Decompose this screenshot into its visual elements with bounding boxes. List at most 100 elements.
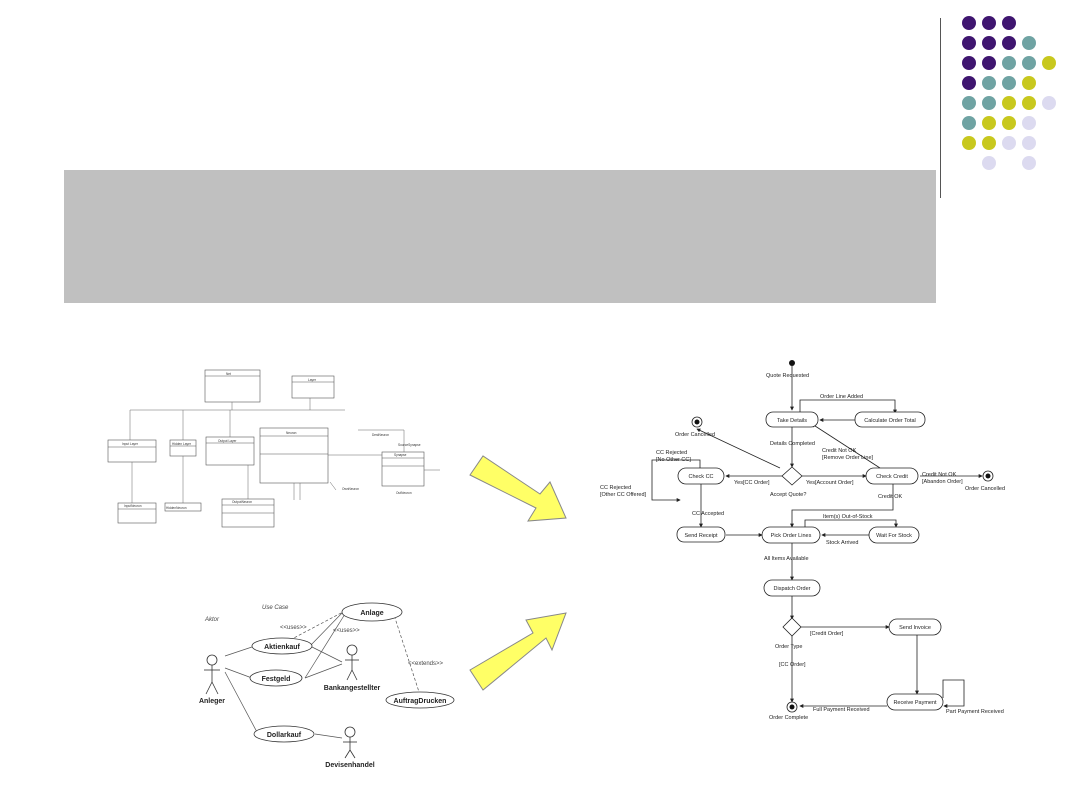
use-case-label: Festgeld: [262, 676, 291, 683]
uc-actor-caption: Aktor: [204, 617, 220, 623]
action-calculate-order-total: [854, 411, 926, 428]
dot: [962, 96, 976, 110]
uc-connector: [304, 613, 346, 679]
act-label: Full Payment Received: [813, 707, 870, 713]
dot: [982, 96, 996, 110]
act-label: CC Rejected: [656, 450, 687, 456]
arrow-to-activity-upper: [469, 455, 567, 522]
action-send-receipt: [676, 526, 726, 543]
class-box-output-layer: [205, 436, 255, 466]
act-label: Order Cancelled: [965, 486, 1005, 492]
dot: [1022, 136, 1036, 150]
initial-node: [789, 360, 795, 366]
act-label: Send Invoice: [899, 625, 931, 631]
class-diagram: Net Layer Input Layer Hidden Layer Outpu…: [107, 369, 440, 528]
dot: [1022, 76, 1036, 90]
dot: [962, 116, 976, 130]
act-label: Check CC: [688, 474, 713, 480]
flow-edge: [811, 423, 881, 469]
final-node-order-cancelled-right: [982, 470, 994, 482]
dot: [1022, 36, 1036, 50]
divider-line: [940, 18, 941, 198]
dot: [962, 136, 976, 150]
dot: [982, 136, 996, 150]
act-label: [Other CC Offered]: [600, 492, 647, 498]
act-label: Wait For Stock: [876, 533, 912, 539]
act-label: [Remove Order Line]: [822, 455, 874, 461]
actor-label: Bankangestellter: [324, 685, 381, 692]
class-box-net: [204, 369, 261, 403]
dot: [1022, 96, 1036, 110]
uc-connector: [394, 617, 421, 696]
dot: [982, 16, 996, 30]
class-connector: [129, 398, 345, 440]
class-connector: [131, 429, 405, 503]
action-check-credit: [865, 467, 919, 485]
action-send-invoice: [888, 618, 942, 636]
actor-label: Devisenhandel: [325, 762, 374, 769]
dot: [962, 76, 976, 90]
act-label: Yes[Account Order]: [806, 480, 854, 486]
uc-uses-label: <<uses>>: [333, 628, 360, 634]
action-wait-for-stock: [868, 526, 920, 544]
flow-edge: [804, 519, 898, 528]
decision-order-type: [782, 617, 802, 637]
final-node-order-complete: [786, 701, 798, 713]
actor-bankangestellter-figure: [345, 644, 359, 681]
act-label: [CC Order]: [779, 662, 806, 668]
action-dispatch-order: [763, 579, 821, 597]
dot: [1002, 96, 1016, 110]
act-label: Part Payment Received: [946, 709, 1004, 715]
uc-connector: [224, 645, 256, 657]
dot: [1002, 16, 1016, 30]
act-label: Order Line Added: [820, 394, 863, 400]
act-label: Dispatch Order: [774, 586, 811, 592]
uc-use-case-caption: Use Case: [262, 605, 289, 611]
dot: [982, 116, 996, 130]
class-box-layer: [291, 375, 335, 399]
uc-extends-label: <<extends>>: [408, 661, 444, 667]
actor-devisenhandel-figure: [343, 726, 357, 759]
dot: [1002, 136, 1016, 150]
class-connector: [293, 469, 440, 500]
act-label: Order Complete: [769, 715, 808, 721]
act-label: CC Rejected: [600, 485, 631, 491]
use-case-auftragdrucken: [385, 691, 455, 709]
class-label: InputNeuron: [124, 504, 142, 508]
action-pick-order-lines: [761, 526, 821, 544]
act-label: [Credit Order]: [810, 631, 844, 637]
dot: [1042, 56, 1056, 70]
act-label: CC Accepted: [692, 511, 724, 517]
decorative-dot-grid: [960, 16, 1060, 176]
act-label: Take Details: [777, 418, 807, 424]
class-label: Hidden Layer: [172, 442, 192, 446]
dot: [962, 16, 976, 30]
dot: [962, 36, 976, 50]
action-check-cc: [677, 467, 725, 485]
dot: [1002, 76, 1016, 90]
class-box-neuron: [259, 427, 329, 484]
actor-label: Anleger: [199, 698, 225, 705]
uc-uses-label: <<uses>>: [280, 625, 307, 631]
use-case-dollarkauf: [253, 725, 315, 743]
use-case-label: AuftragDrucken: [394, 698, 447, 705]
act-label: Check Credit: [876, 474, 908, 480]
act-label: Send Receipt: [684, 533, 717, 539]
class-box-input-neuron: [117, 502, 157, 524]
use-case-aktienkauf: [251, 637, 313, 655]
class-label: Net: [226, 372, 231, 376]
act-label: Accept Quote?: [770, 492, 806, 498]
use-case-anlage: [341, 602, 403, 622]
class-label: Output Layer: [218, 439, 237, 443]
dot: [1022, 116, 1036, 130]
uc-connector: [309, 645, 343, 663]
act-label: [No Other CC]: [656, 457, 691, 463]
class-label: OutputNeuron: [232, 500, 252, 504]
actor-anleger-figure: [204, 654, 220, 695]
class-label: Layer: [308, 378, 317, 382]
act-label: Credit Not OK: [922, 472, 957, 478]
class-label: Synapse: [394, 453, 407, 457]
act-label: Credit Not OK: [822, 448, 857, 454]
uc-connector: [314, 733, 343, 739]
dot: [982, 156, 996, 170]
